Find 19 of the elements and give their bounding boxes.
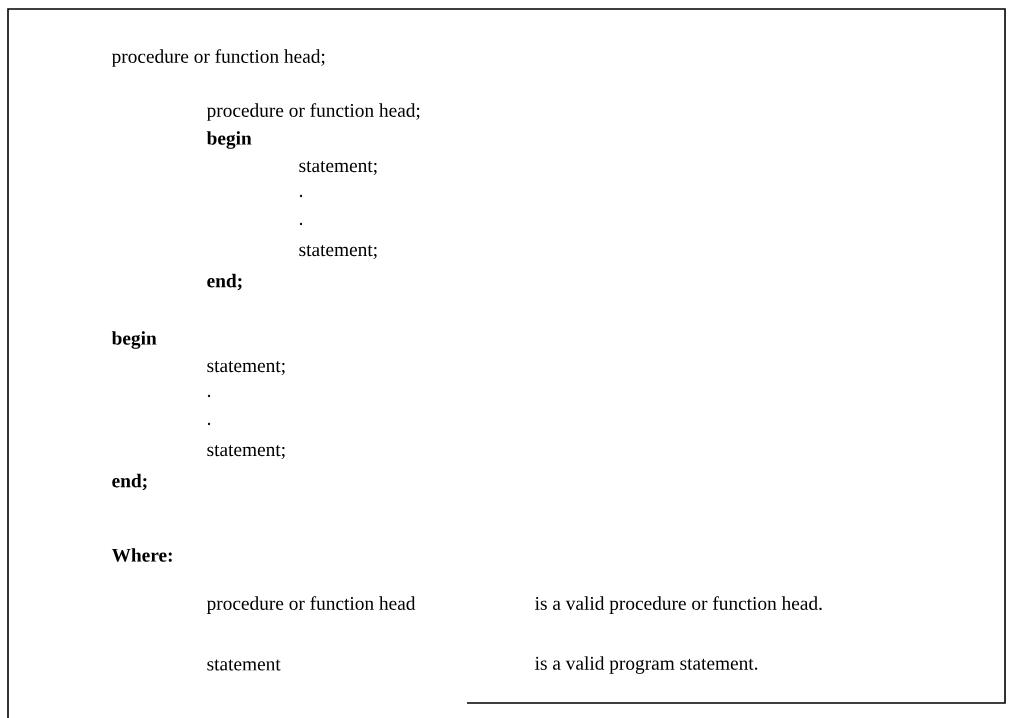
- definition-text: is a valid program statement.: [535, 656, 758, 674]
- ellipsis-dot: .: [299, 222, 303, 226]
- keyword: end;: [207, 273, 242, 291]
- ellipsis-dot: .: [207, 422, 211, 426]
- code-line: statement;: [299, 161, 377, 175]
- definition-text: is a valid procedure or function head.: [535, 596, 822, 614]
- keyword: end;: [112, 473, 147, 491]
- ellipsis-dot: .: [299, 194, 303, 198]
- term: statement: [207, 659, 281, 671]
- term: procedure or function head: [206, 596, 416, 614]
- ellipsis-dot: .: [207, 394, 211, 398]
- code-line: statement;: [299, 245, 377, 259]
- keyword: begin: [111, 331, 157, 349]
- keyword: begin: [206, 131, 252, 149]
- code-line: procedure or function head;: [206, 103, 420, 121]
- heading: Where:: [111, 548, 172, 562]
- code-line: statement;: [207, 445, 285, 459]
- code-line: statement;: [207, 361, 285, 375]
- code-line: procedure or function head;: [111, 49, 325, 67]
